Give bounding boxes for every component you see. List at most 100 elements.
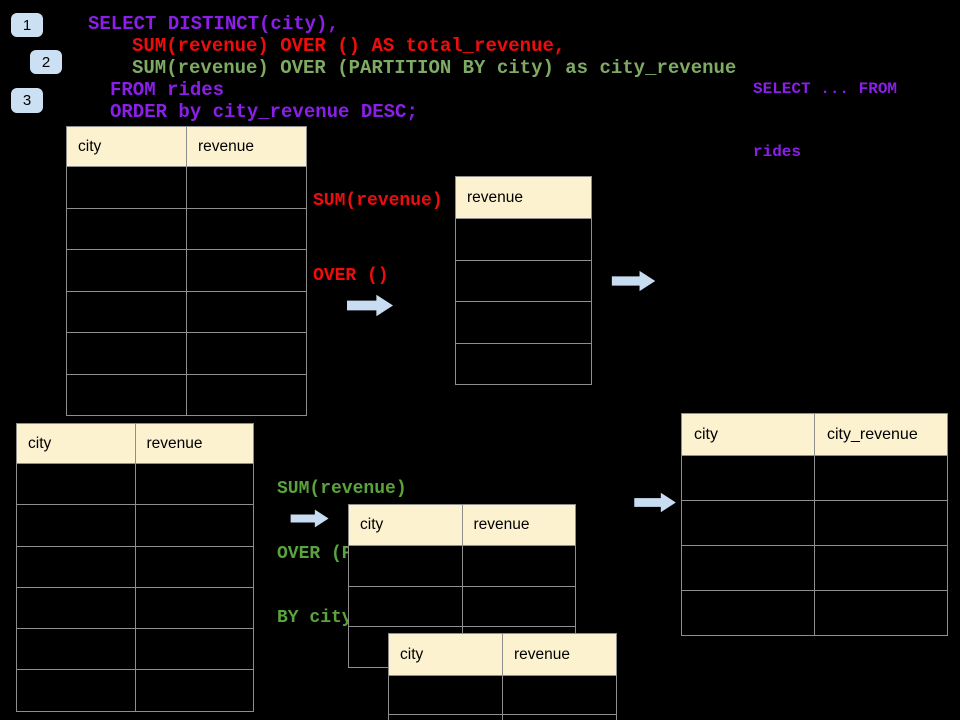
- empty-cell: [66, 373, 187, 416]
- empty-cell: [461, 545, 576, 587]
- empty-row: [455, 301, 592, 344]
- empty-cell: [16, 586, 136, 630]
- empty-cell: [66, 332, 187, 375]
- empty-row: [388, 714, 617, 720]
- empty-cell: [681, 545, 815, 591]
- empty-row: [681, 545, 948, 591]
- empty-row: [388, 675, 617, 715]
- empty-row: [455, 218, 592, 261]
- annotation-partition-line-1: SUM(revenue): [277, 479, 407, 499]
- column-header: city: [66, 126, 187, 167]
- side-note: SELECT ... FROM rides: [753, 37, 897, 205]
- empty-cell: [502, 714, 617, 720]
- arrow-right-icon: [290, 509, 329, 528]
- flow-arrow-2: [611, 269, 657, 293]
- empty-cell: [186, 373, 307, 416]
- step-badge-1: 1: [11, 13, 43, 37]
- empty-cell: [455, 342, 592, 385]
- empty-cell: [681, 590, 815, 636]
- annotation-total-line-2: OVER (): [313, 266, 389, 286]
- annotation-total-revenue: SUM(revenue) OVER (): [313, 139, 443, 339]
- empty-cell: [16, 545, 136, 588]
- empty-cell: [455, 218, 592, 261]
- empty-row: [66, 290, 307, 333]
- empty-cell: [348, 585, 463, 628]
- step-badge-2: 2: [30, 50, 62, 74]
- empty-cell: [66, 207, 187, 250]
- empty-row: [66, 207, 307, 250]
- empty-row: [348, 545, 576, 587]
- sql-line-from: FROM rides: [110, 79, 225, 101]
- empty-cell: [134, 545, 254, 588]
- empty-cell: [134, 504, 254, 547]
- empty-cell: [814, 545, 948, 591]
- empty-cell: [134, 628, 254, 671]
- empty-cell: [388, 714, 503, 720]
- empty-row: [16, 504, 254, 547]
- empty-cell: [388, 675, 503, 715]
- sql-line-select: SELECT DISTINCT(city),: [88, 13, 339, 35]
- empty-cell: [814, 500, 948, 546]
- empty-cell: [186, 166, 307, 209]
- empty-cell: [186, 207, 307, 250]
- annotation-total-line-1: SUM(revenue): [313, 191, 443, 211]
- empty-cell: [134, 462, 254, 506]
- side-note-line-2: rides: [753, 143, 802, 161]
- empty-cell: [16, 462, 136, 506]
- empty-row: [455, 259, 592, 302]
- arrow-right-icon: [347, 294, 394, 317]
- empty-row: [16, 669, 254, 712]
- column-header: revenue: [134, 423, 254, 464]
- column-header: revenue: [186, 126, 307, 167]
- empty-cell: [66, 290, 187, 333]
- empty-cell: [461, 585, 576, 628]
- empty-row: [66, 332, 307, 375]
- empty-cell: [16, 628, 136, 671]
- arrow-right-icon: [634, 492, 676, 513]
- empty-row: [16, 462, 254, 506]
- empty-row: [681, 455, 948, 501]
- sql-line-sum-partition: SUM(revenue) OVER (PARTITION BY city) as…: [132, 57, 737, 79]
- empty-cell: [348, 545, 463, 587]
- column-header: revenue: [461, 504, 576, 546]
- step-badge-3: 3: [11, 88, 43, 113]
- empty-row: [16, 628, 254, 671]
- column-header: city: [348, 504, 463, 546]
- column-header: revenue: [502, 633, 617, 676]
- table-total-revenue-result: revenue: [455, 176, 592, 385]
- column-header: city: [16, 423, 136, 464]
- empty-cell: [502, 675, 617, 715]
- empty-cell: [66, 166, 187, 209]
- sql-line-sum-over: SUM(revenue) OVER () AS total_revenue,: [132, 35, 566, 57]
- empty-cell: [186, 290, 307, 333]
- flow-arrow-1: [347, 292, 394, 319]
- column-header: city: [681, 413, 815, 456]
- empty-row: [681, 500, 948, 546]
- empty-cell: [66, 249, 187, 292]
- column-header: revenue: [455, 176, 592, 219]
- empty-cell: [16, 669, 136, 712]
- header-row: revenue: [455, 176, 592, 219]
- empty-cell: [134, 586, 254, 630]
- empty-row: [66, 373, 307, 416]
- empty-cell: [681, 455, 815, 501]
- empty-row: [66, 166, 307, 209]
- empty-row: [16, 545, 254, 588]
- empty-cell: [814, 455, 948, 501]
- column-header: city_revenue: [814, 413, 948, 456]
- empty-cell: [814, 590, 948, 636]
- empty-cell: [134, 669, 254, 712]
- flow-arrow-3: [287, 508, 333, 529]
- flow-arrow-4: [633, 491, 678, 514]
- empty-cell: [455, 259, 592, 302]
- empty-row: [455, 342, 592, 385]
